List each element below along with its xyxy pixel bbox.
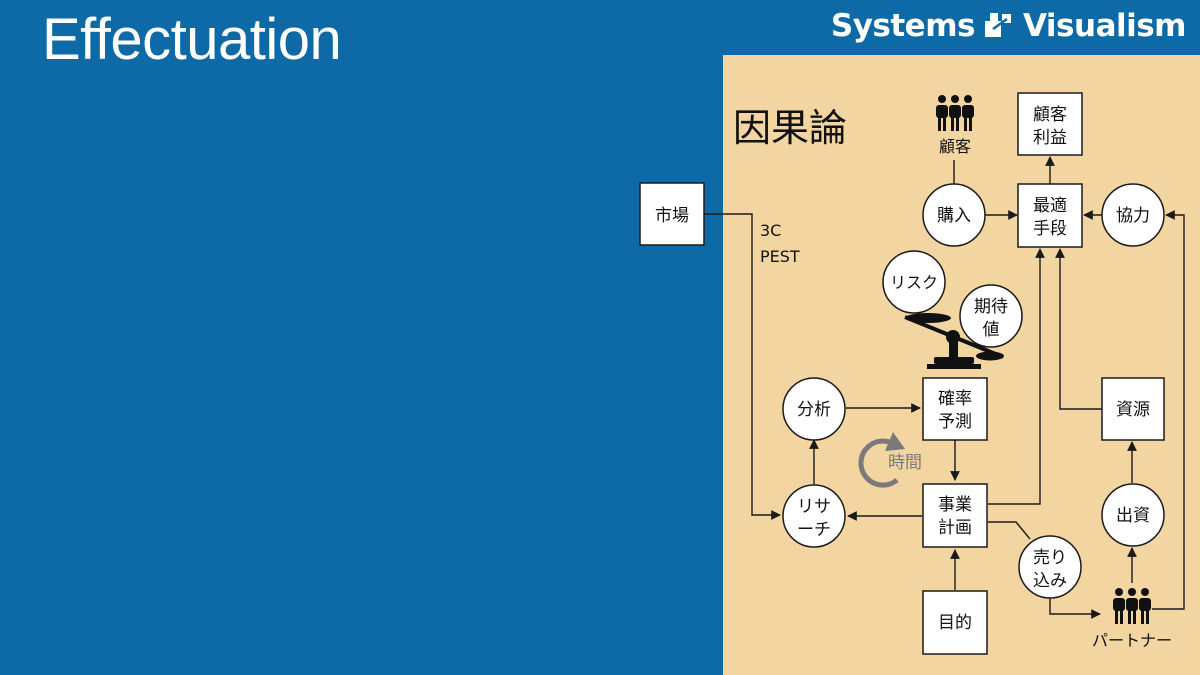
research-node: リサ ーチ (782, 484, 846, 548)
framework-3c: 3C (760, 221, 781, 240)
investment-node: 出資 (1101, 483, 1165, 547)
optimal-means-box: 最適 手段 (1017, 183, 1083, 248)
resources-label: 資源 (1116, 400, 1150, 420)
optimal-means-line2: 手段 (1033, 219, 1067, 239)
analysis-node: 分析 (782, 377, 846, 441)
purpose-label: 目的 (938, 613, 972, 633)
probability-forecast-line1: 確率 (938, 389, 972, 409)
business-plan-box: 事業 計画 (922, 483, 988, 548)
slide-title: Effectuation (42, 7, 342, 72)
market-box: 市場 (639, 182, 705, 246)
expected-value-line2: 値 (983, 320, 1000, 340)
balance-scale-icon (904, 313, 1004, 369)
business-plan-line1: 事業 (938, 495, 972, 515)
partner-icon-label: パートナー (1092, 631, 1172, 650)
time-label: 時間 (888, 453, 922, 473)
cooperation-label: 協力 (1116, 206, 1150, 226)
resources-box: 資源 (1101, 377, 1165, 441)
customer-icon-label: 顧客 (939, 137, 971, 156)
sales-pitch-node: 売り 込み (1018, 535, 1082, 599)
purchase-node: 購入 (922, 183, 986, 247)
market-label: 市場 (655, 206, 689, 226)
optimal-means-line1: 最適 (1033, 196, 1067, 216)
purpose-box: 目的 (922, 590, 988, 655)
expected-value-node: 期待 値 (959, 284, 1023, 348)
customer-group-icon (936, 95, 974, 131)
business-plan-line2: 計画 (938, 518, 972, 538)
customer-profit-box: 顧客 利益 (1017, 92, 1083, 156)
causation-heading: 因果論 (733, 106, 847, 150)
analysis-label: 分析 (797, 400, 831, 420)
cooperation-node: 協力 (1101, 183, 1165, 247)
probability-forecast-line2: 予測 (938, 412, 972, 432)
brand-logo: Systems Visualism (830, 8, 1187, 44)
framework-pest: PEST (760, 247, 800, 266)
risk-label: リスク (890, 273, 938, 292)
partner-group-icon (1113, 588, 1151, 624)
expected-value-line1: 期待 (974, 297, 1008, 317)
brand-mark-icon (984, 13, 1011, 37)
sales-pitch-line2: 込み (1033, 571, 1067, 591)
customer-profit-line2: 利益 (1033, 128, 1067, 148)
probability-forecast-box: 確率 予測 (922, 377, 988, 441)
brand-text-left: Systems (830, 8, 976, 44)
connector-lines (704, 156, 1185, 619)
purchase-label: 購入 (937, 206, 971, 226)
research-line1: リサ (797, 497, 831, 517)
risk-node: リスク (882, 250, 946, 314)
research-line2: ーチ (797, 520, 831, 540)
investment-label: 出資 (1116, 506, 1150, 526)
time-cycle-icon (858, 432, 905, 488)
sales-pitch-line1: 売り (1033, 548, 1067, 568)
brand-text-right: Visualism (1022, 8, 1187, 44)
customer-profit-line1: 顧客 (1033, 105, 1067, 125)
